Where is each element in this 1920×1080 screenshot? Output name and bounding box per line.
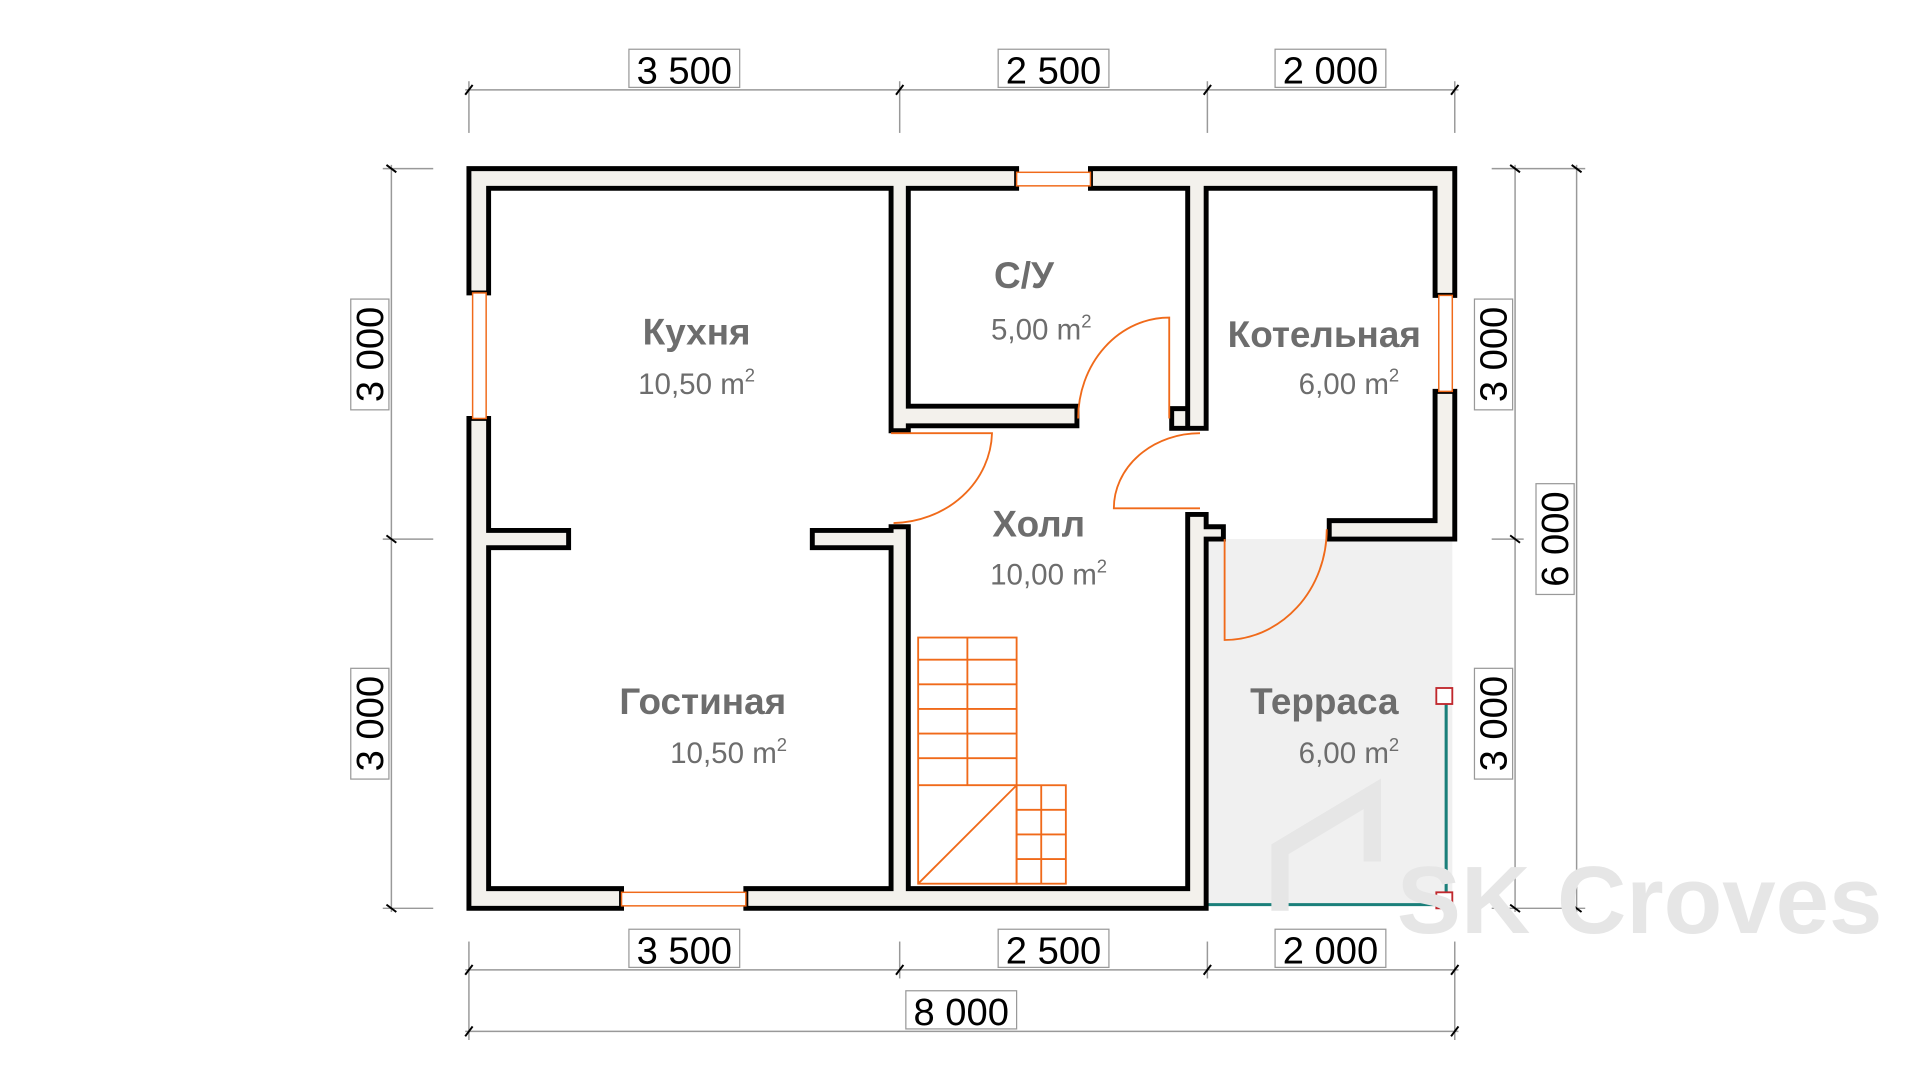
dimensions-right: 3 000 3 000 6 000 xyxy=(1472,164,1586,913)
kitchen-door xyxy=(891,432,993,524)
dimension-label: 2 000 xyxy=(1283,930,1378,973)
dimension-total-height: 6 000 xyxy=(1534,491,1577,586)
windows xyxy=(471,171,1454,907)
dimensions-left: 3 000 3 000 xyxy=(349,164,434,913)
dimension-label: 3 000 xyxy=(1472,307,1515,402)
dimension-label: 2 500 xyxy=(1006,930,1101,973)
dimension-label: 3 000 xyxy=(349,307,392,402)
watermark-logo: SK Croves xyxy=(1271,778,1883,954)
room-name: С/У xyxy=(994,255,1055,296)
room-name: Гостиная xyxy=(619,681,786,722)
dimension-label: 3 500 xyxy=(637,930,732,973)
room-area: 5,00 m2 xyxy=(991,310,1091,346)
dimension-label: 3 000 xyxy=(349,676,392,771)
boiler-room-door xyxy=(1112,432,1201,510)
dimensions-top: 3 500 2 500 2 000 xyxy=(464,48,1460,133)
room-labels: Кухня 10,50 m2 С/У 5,00 m2 Котельная 6,0… xyxy=(619,255,1421,770)
room-area: 10,00 m2 xyxy=(990,555,1107,591)
doors xyxy=(891,316,1328,641)
dimension-label: 3 500 xyxy=(637,50,732,93)
room-area: 10,50 m2 xyxy=(670,734,787,770)
staircase xyxy=(917,636,1067,885)
room-name: Холл xyxy=(992,504,1085,545)
dimension-label: 2 000 xyxy=(1283,50,1378,93)
room-name: Терраса xyxy=(1250,681,1399,722)
room-name: Котельная xyxy=(1228,314,1421,355)
terrace-door xyxy=(1223,529,1328,641)
room-area: 6,00 m2 xyxy=(1299,734,1400,770)
terrace-floor xyxy=(1206,539,1453,906)
room-name: Кухня xyxy=(643,312,751,353)
watermark-text: SK Croves xyxy=(1397,847,1883,954)
room-area: 6,00 m2 xyxy=(1299,365,1400,401)
dimension-label: 3 000 xyxy=(1472,676,1515,771)
terrace-railing xyxy=(1206,687,1454,910)
room-area: 10,50 m2 xyxy=(638,365,755,401)
dimensions-bottom: 3 500 2 500 2 000 8 000 xyxy=(464,928,1460,1040)
bathroom-door xyxy=(1077,316,1171,419)
dimension-total-width: 8 000 xyxy=(914,991,1009,1034)
dimension-label: 2 500 xyxy=(1006,50,1101,93)
